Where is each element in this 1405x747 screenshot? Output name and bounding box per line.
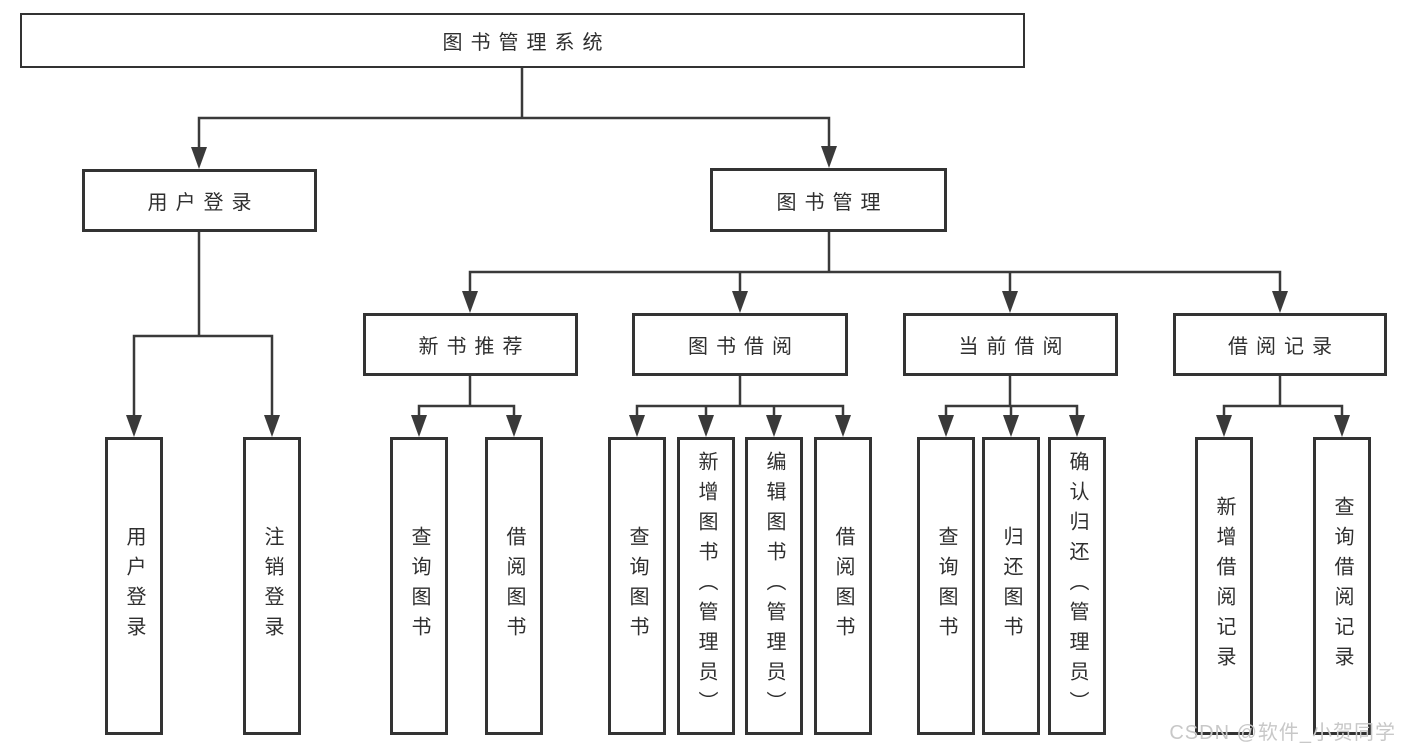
arrow-down-icon: [629, 415, 645, 437]
csdn-watermark: CSDN @软件_小贺同学: [1169, 722, 1396, 744]
arrow-down-icon: [1334, 415, 1350, 437]
arrow-down-icon: [506, 415, 522, 437]
leaf-user-login: 用户登录: [105, 437, 163, 735]
arrow-down-icon: [732, 291, 748, 313]
arrow-down-icon: [835, 415, 851, 437]
arrow-down-icon: [462, 291, 478, 313]
leaf-confirm-return-admin: 确认归还（管理员）: [1048, 437, 1106, 735]
arrow-down-icon: [821, 146, 837, 168]
leaf-borrow-books: 借阅图书: [485, 437, 543, 735]
arrow-down-icon: [264, 415, 280, 437]
leaf-logout: 注销登录: [243, 437, 301, 735]
leaf-edit-books-admin: 编辑图书（管理员）: [745, 437, 803, 735]
leaf-add-books-admin: 新增图书（管理员）: [677, 437, 735, 735]
arrow-down-icon: [1002, 291, 1018, 313]
arrow-down-icon: [766, 415, 782, 437]
arrow-down-icon: [938, 415, 954, 437]
leaf-query-books: 查询图书: [608, 437, 666, 735]
node-new-book-recommend: 新书推荐: [363, 313, 578, 376]
arrow-down-icon: [191, 147, 207, 169]
leaf-query-borrow-record: 查询借阅记录: [1313, 437, 1371, 735]
leaf-query-books: 查询图书: [390, 437, 448, 735]
node-book-management: 图书管理: [710, 168, 947, 232]
node-current-borrow: 当前借阅: [903, 313, 1118, 376]
arrow-down-icon: [1216, 415, 1232, 437]
arrow-down-icon: [411, 415, 427, 437]
arrow-down-icon: [1069, 415, 1085, 437]
arrow-down-icon: [1272, 291, 1288, 313]
arrow-down-icon: [698, 415, 714, 437]
node-library-management-system: 图书管理系统: [20, 13, 1025, 68]
node-book-borrow: 图书借阅: [632, 313, 848, 376]
leaf-return-books: 归还图书: [982, 437, 1040, 735]
leaf-borrow-books: 借阅图书: [814, 437, 872, 735]
leaf-add-borrow-record: 新增借阅记录: [1195, 437, 1253, 735]
leaf-query-books: 查询图书: [917, 437, 975, 735]
arrow-down-icon: [126, 415, 142, 437]
arrow-down-icon: [1003, 415, 1019, 437]
node-user-login: 用户登录: [82, 169, 317, 232]
node-borrow-records: 借阅记录: [1173, 313, 1387, 376]
